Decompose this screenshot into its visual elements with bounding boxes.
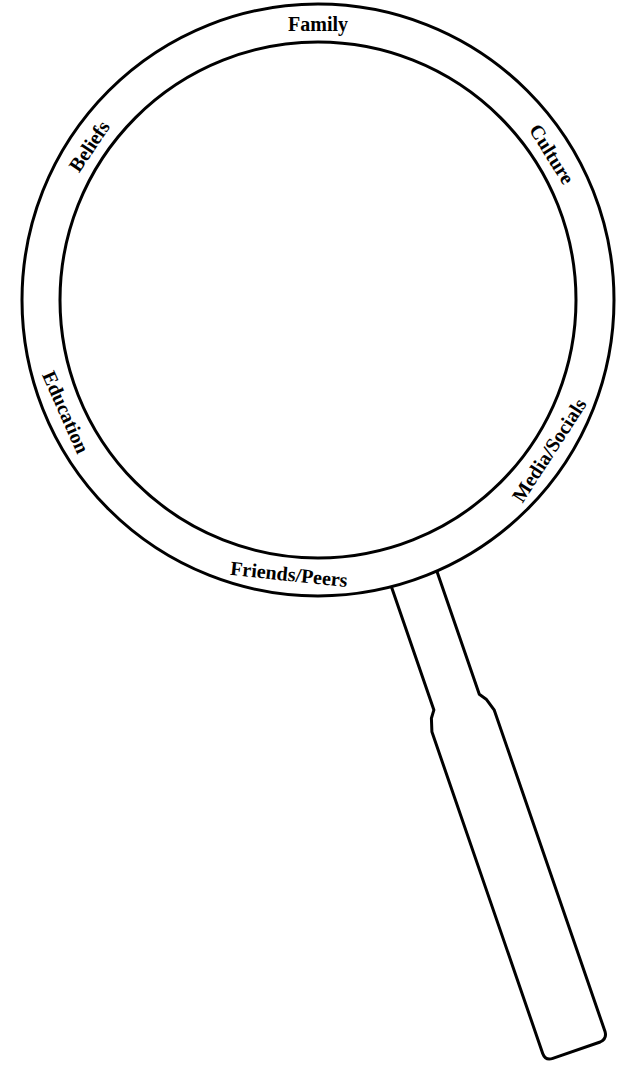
outer-rim [22,4,614,596]
handle-outline [392,571,606,1059]
inner-rim [60,42,576,558]
ring-label: Culture [526,120,578,187]
lens-ring: FamilyCultureMedia/SocialsFriends/PeersE… [18,0,618,600]
ring-outline [18,0,618,600]
ring-label: Friends/Peers [230,558,349,590]
ring-label: Beliefs [65,117,113,175]
ring-label: Family [288,14,348,34]
